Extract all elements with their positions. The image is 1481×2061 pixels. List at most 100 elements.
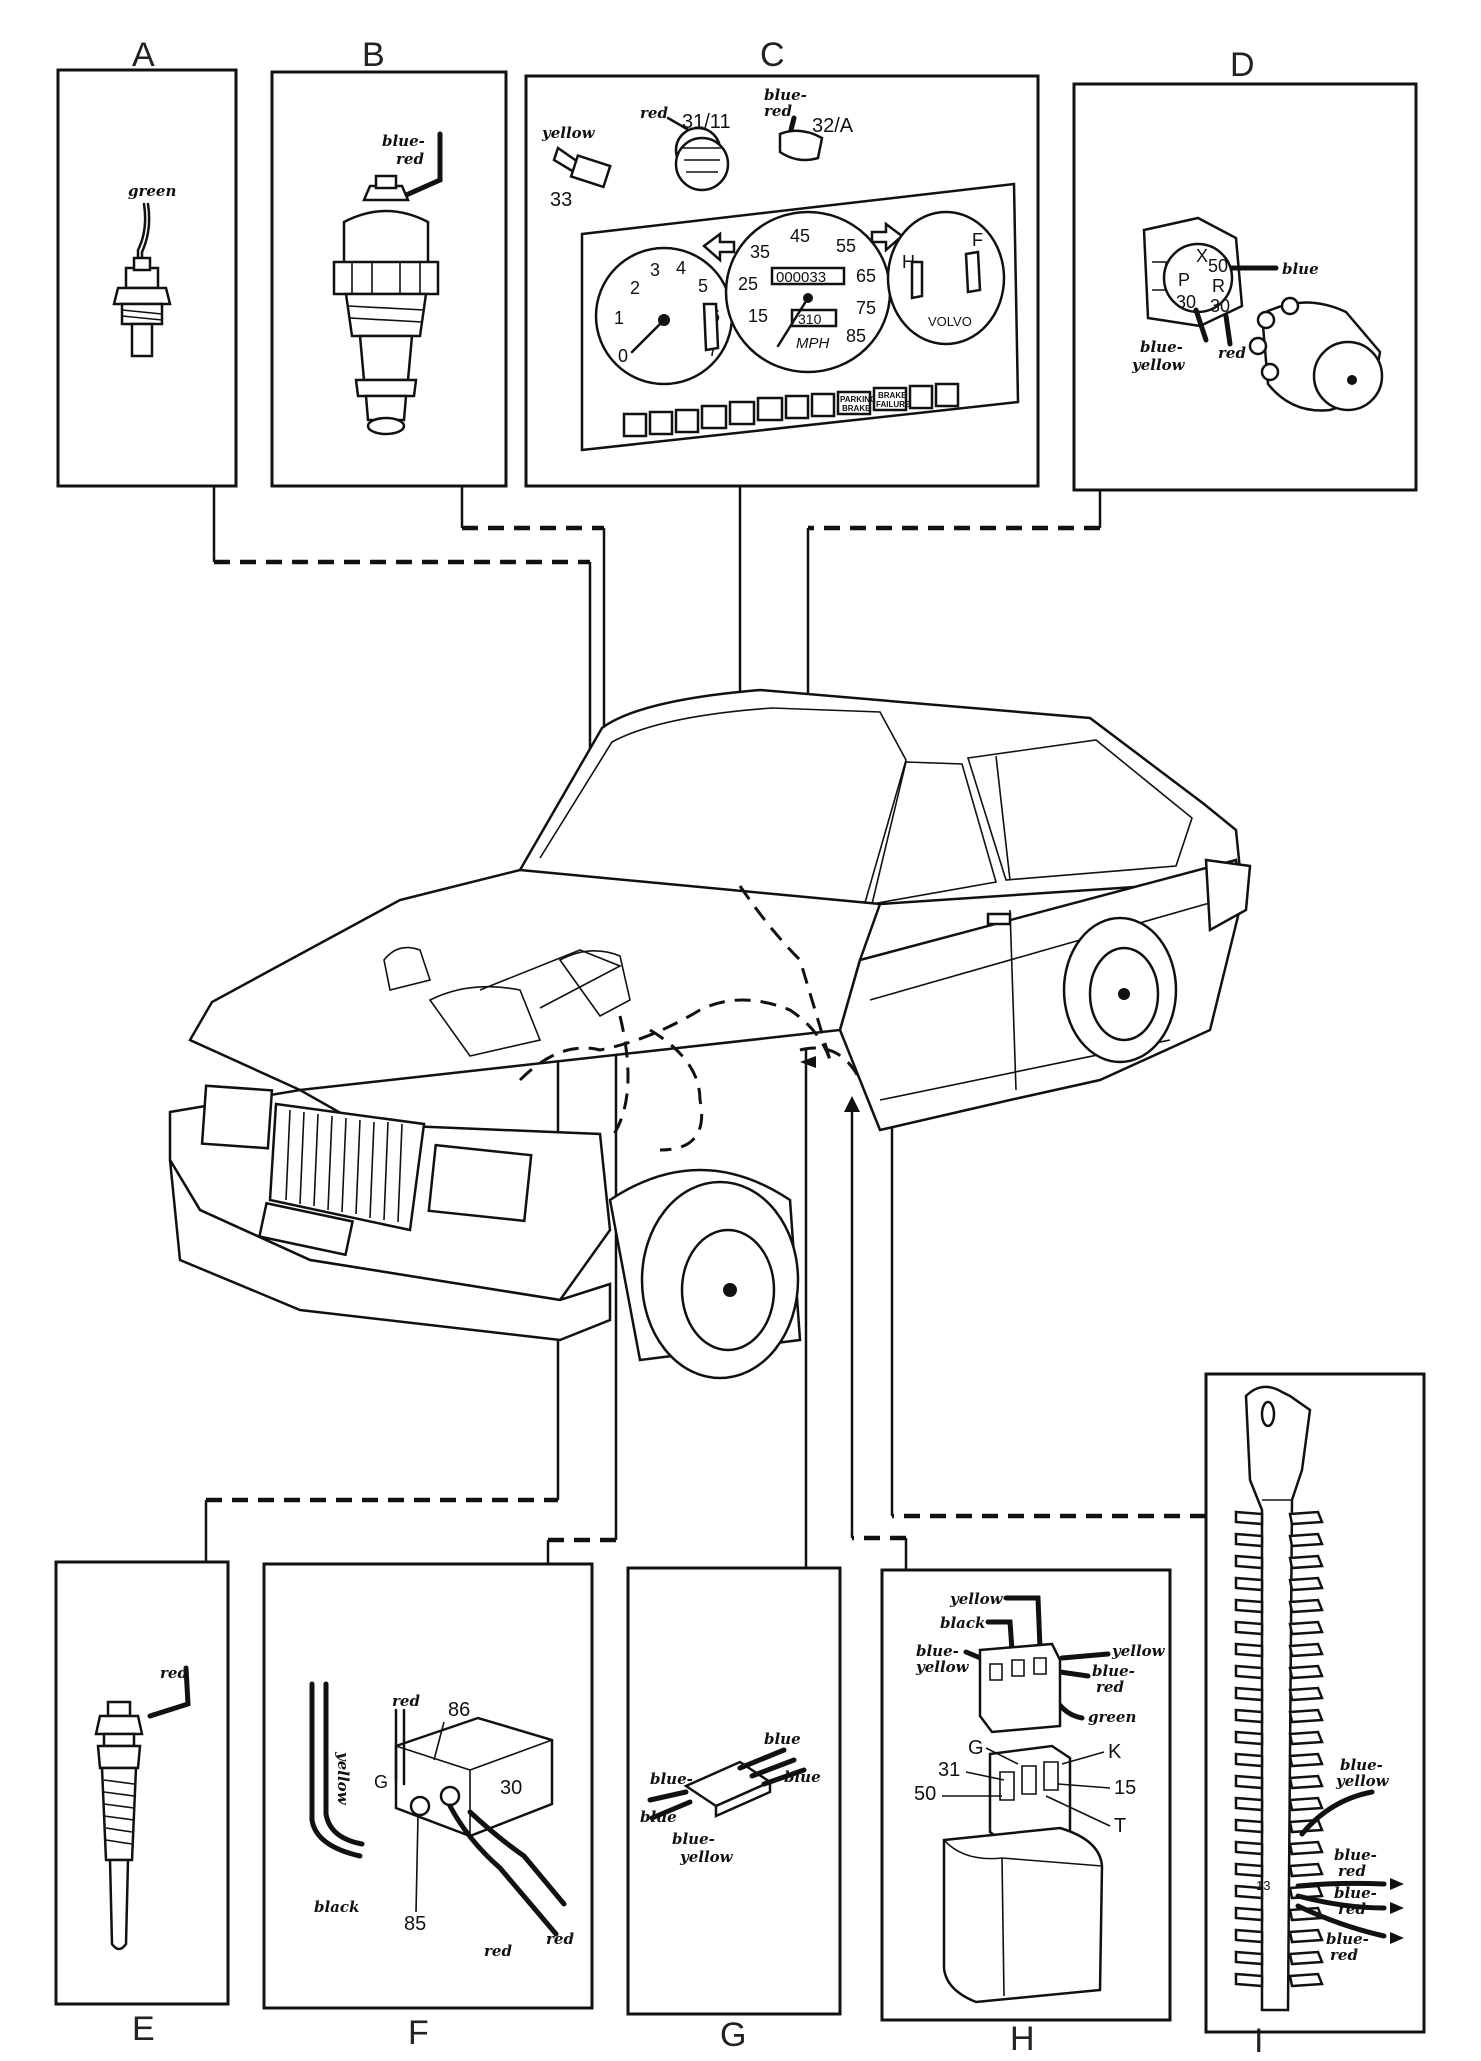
tach-tick-4: 4 bbox=[676, 258, 686, 278]
wire-label-d-blue-yellow-2: yellow bbox=[1131, 356, 1186, 374]
wire-label-i-blue-red-c1: blue- bbox=[1326, 1930, 1369, 1948]
speed-tick-85: 85 bbox=[846, 326, 866, 346]
terminal-h-50: 50 bbox=[914, 1783, 936, 1805]
terminal-rows bbox=[1234, 1510, 1324, 1988]
terminal-tab-right bbox=[1288, 1686, 1324, 1702]
wire-label-h-blue-red-2: red bbox=[1096, 1678, 1124, 1696]
panel-c-instrument-cluster: yellow 33 red 31/11 blue- red 32/A 0 1 2… bbox=[541, 86, 1020, 452]
wire-label-g-blue-2: blue bbox=[784, 1768, 821, 1786]
terminal-tab-left bbox=[1234, 1972, 1264, 1988]
panel-e-letter: E bbox=[132, 2010, 155, 2048]
switch-label-p: P bbox=[1178, 270, 1190, 290]
tach-tick-2: 2 bbox=[630, 278, 640, 298]
panel-i-letter: I bbox=[1254, 2022, 1263, 2060]
wire-label-h-blue-yellow-2: yellow bbox=[915, 1658, 970, 1676]
wire-label-e-red: red bbox=[160, 1664, 188, 1682]
terminal-tab-left bbox=[1234, 1664, 1264, 1680]
speed-tick-35: 35 bbox=[750, 242, 770, 262]
wire-label-i-blue-yellow-2: yellow bbox=[1335, 1772, 1390, 1790]
terminal-tab-left bbox=[1234, 1884, 1264, 1900]
terminal-tab-left bbox=[1234, 1620, 1264, 1636]
speed-tick-75: 75 bbox=[856, 298, 876, 318]
wire-label-g-blue-1: blue bbox=[764, 1730, 801, 1748]
wire-label-green: green bbox=[128, 182, 176, 200]
panel-e-glow-plug: red bbox=[94, 1664, 191, 1951]
terminal-31-11: 31/11 bbox=[682, 111, 731, 133]
wire-label-h-blue-yellow-1: blue- bbox=[916, 1642, 959, 1660]
terminal-tab-left bbox=[1234, 1686, 1264, 1702]
wire-label-i-blue-red-b2: red bbox=[1338, 1900, 1366, 1918]
wire-label-d-blue-yellow-1: blue- bbox=[1140, 338, 1183, 356]
terminal-tab-right bbox=[1288, 1554, 1324, 1570]
tach-tick-1: 1 bbox=[614, 308, 624, 328]
panel-h-frame bbox=[880, 1568, 1172, 2022]
panel-d-ignition-switch: X 50 P R 30 30 blue blue- yellow red bbox=[1131, 216, 1384, 412]
trip-readout: 310 bbox=[798, 311, 822, 327]
terminal-tab-right bbox=[1288, 1774, 1324, 1790]
lamp-brake-1: BRAKE bbox=[878, 391, 907, 400]
wire-label-c-blue: blue- bbox=[764, 86, 807, 104]
terminal-tab-right bbox=[1288, 1642, 1324, 1658]
terminal-tab-left bbox=[1234, 1730, 1264, 1746]
wire-label-d-blue: blue bbox=[1282, 260, 1319, 278]
tach-tick-0: 0 bbox=[618, 346, 628, 366]
terminal-tab-right bbox=[1288, 1708, 1324, 1724]
speed-tick-25: 25 bbox=[738, 274, 758, 294]
terminal-tab-right bbox=[1288, 1664, 1324, 1680]
wire-label-g-blue-4: blue bbox=[640, 1808, 677, 1826]
terminal-tab-left bbox=[1234, 1532, 1264, 1548]
switch-label-x: X bbox=[1196, 246, 1208, 266]
terminal-tab-left bbox=[1234, 1862, 1264, 1878]
terminal-tab-right bbox=[1288, 1928, 1324, 1944]
wire-label-f-red-top: red bbox=[392, 1692, 420, 1710]
panel-f-relay: yellow red 86 G 30 black 85 red red bbox=[309, 1681, 574, 1960]
panel-e-frame bbox=[54, 1560, 230, 2006]
terminal-tab-left bbox=[1234, 1598, 1264, 1614]
terminal-tab-right bbox=[1288, 1532, 1324, 1548]
panel-c-letter: C bbox=[760, 36, 785, 74]
terminal-86: 86 bbox=[448, 1699, 470, 1721]
panel-g-connector: blue blue blue- blue blue- yellow bbox=[640, 1730, 821, 1866]
wire-label-h-blue-red-1: blue- bbox=[1092, 1662, 1135, 1680]
terminal-tab-right bbox=[1288, 1752, 1324, 1768]
wire-label-f-red-a: red bbox=[484, 1942, 512, 1960]
panel-b-letter: B bbox=[362, 36, 385, 74]
terminal-32-a: 32/A bbox=[812, 115, 854, 137]
speed-ticks: 15 25 35 45 55 65 75 85 bbox=[738, 226, 876, 346]
speed-tick-15: 15 bbox=[748, 306, 768, 326]
panel-i-frame bbox=[1204, 1372, 1426, 2034]
terminal-33: 33 bbox=[550, 189, 572, 211]
wire-label-f-black: black bbox=[314, 1898, 359, 1916]
terminal-tab-left bbox=[1234, 1840, 1264, 1856]
terminal-85: 85 bbox=[404, 1913, 426, 1935]
wire-label-c-red: red bbox=[640, 104, 668, 122]
terminal-tab-left bbox=[1234, 1576, 1264, 1592]
terminal-tab-right bbox=[1288, 1840, 1324, 1856]
wire-label-g-blue-3: blue- bbox=[650, 1770, 693, 1788]
terminal-tab-right bbox=[1288, 1862, 1324, 1878]
terminal-tab-right bbox=[1288, 1620, 1324, 1636]
wire-label-h-yellow-right: yellow bbox=[1111, 1642, 1166, 1660]
wire-label-i-blue-yellow-1: blue- bbox=[1340, 1756, 1383, 1774]
panel-h-letter: H bbox=[1010, 2020, 1035, 2058]
wire-label-b-red: red bbox=[396, 150, 424, 168]
terminal-tab-left bbox=[1234, 1950, 1264, 1966]
wire-label-c-yellow: yellow bbox=[541, 124, 596, 142]
wire-label-c-red2: red bbox=[764, 102, 792, 120]
terminal-h-g: G bbox=[968, 1737, 984, 1759]
wire-label-h-yellow-top: yellow bbox=[949, 1590, 1004, 1608]
terminal-h-31: 31 bbox=[938, 1759, 960, 1781]
terminal-tab-left bbox=[1234, 1906, 1264, 1922]
wire-label-d-red: red bbox=[1218, 344, 1246, 362]
panel-h-control-unit: yellow black blue- yellow yellow blue- r… bbox=[914, 1590, 1166, 2004]
panel-f-frame bbox=[262, 1562, 594, 2010]
panel-a-letter: A bbox=[132, 36, 155, 74]
terminal-13: 13 bbox=[1256, 1878, 1270, 1893]
terminal-g: G bbox=[374, 1772, 388, 1792]
terminal-tab-right bbox=[1288, 1796, 1324, 1812]
wire-label-i-blue-red-a2: red bbox=[1338, 1862, 1366, 1880]
terminal-30: 30 bbox=[500, 1777, 522, 1799]
terminal-tab-left bbox=[1234, 1642, 1264, 1658]
brand-label: VOLVO bbox=[928, 314, 972, 329]
